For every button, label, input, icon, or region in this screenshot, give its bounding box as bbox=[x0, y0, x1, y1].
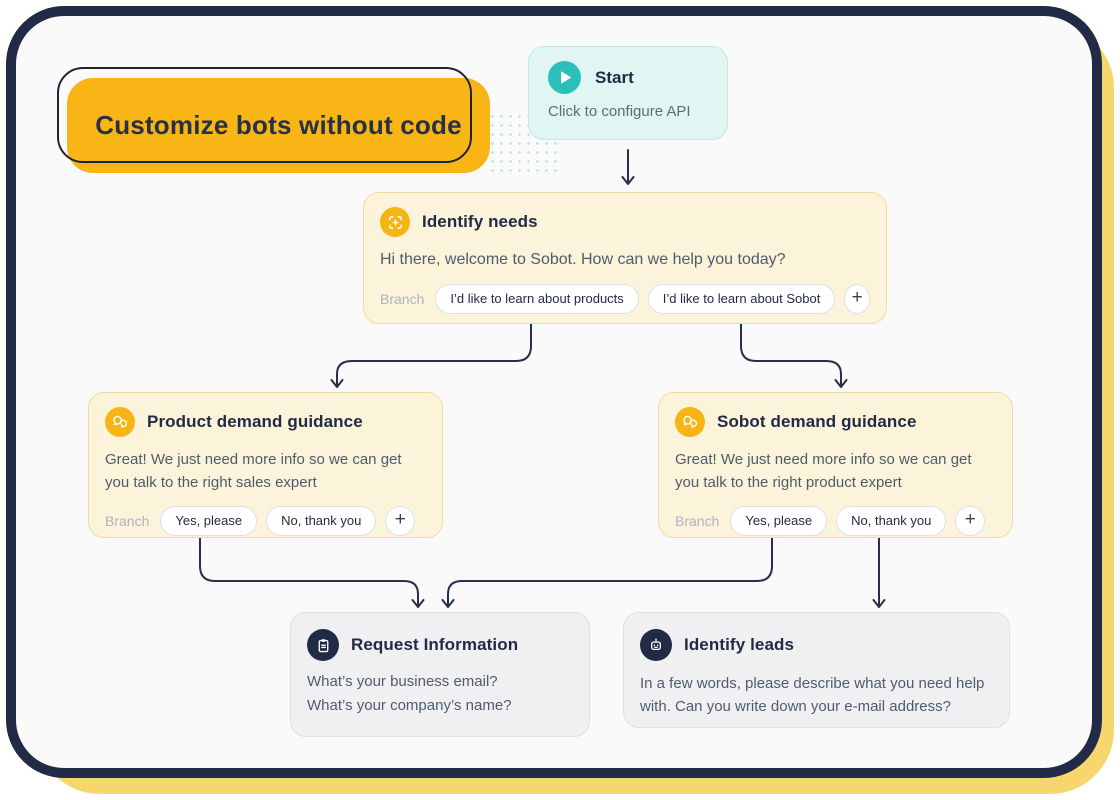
branch-label: Branch bbox=[105, 512, 150, 529]
branch-option-yes[interactable]: Yes, please bbox=[160, 505, 258, 536]
request-information-line: What’s your business email? bbox=[307, 673, 498, 690]
sobot-guidance-message: Great! We just need more info so we can … bbox=[675, 451, 972, 492]
identify-leads-message: In a few words, please describe what you… bbox=[640, 675, 985, 716]
scan-icon bbox=[380, 207, 410, 237]
start-node[interactable]: Start Click to configure API bbox=[528, 46, 728, 140]
identify-needs-title: Identify needs bbox=[422, 212, 538, 231]
identify-leads-node[interactable]: Identify leads In a few words, please de… bbox=[623, 612, 1010, 728]
clipboard-icon bbox=[307, 629, 339, 661]
branch-option-learn-sobot[interactable]: I’d like to learn about Sobot bbox=[647, 283, 836, 314]
add-branch-button[interactable]: + bbox=[955, 505, 986, 536]
product-guidance-message: Great! We just need more info so we can … bbox=[105, 451, 402, 492]
headline-banner-outline bbox=[57, 67, 472, 163]
branch-option-no[interactable]: No, thank you bbox=[836, 505, 947, 536]
start-node-subtitle: Click to configure API bbox=[548, 103, 691, 120]
robot-icon bbox=[640, 629, 672, 661]
request-information-node[interactable]: Request Information What’s your business… bbox=[290, 612, 590, 737]
request-information-line: What’s your company’s name? bbox=[307, 697, 512, 715]
chat-bubbles-icon bbox=[675, 407, 705, 437]
add-branch-button[interactable]: + bbox=[385, 505, 416, 536]
branch-label: Branch bbox=[675, 512, 720, 529]
headline-banner: Customize bots without code bbox=[67, 78, 490, 173]
product-guidance-node[interactable]: Product demand guidance Great! We just n… bbox=[88, 392, 443, 538]
headline-text: Customize bots without code bbox=[95, 110, 462, 140]
request-information-title: Request Information bbox=[351, 635, 519, 654]
branch-option-learn-products[interactable]: I’d like to learn about products bbox=[435, 283, 639, 314]
identify-needs-message: Hi there, welcome to Sobot. How can we h… bbox=[380, 251, 786, 268]
sobot-guidance-title: Sobot demand guidance bbox=[717, 412, 917, 431]
start-node-title: Start bbox=[595, 67, 634, 87]
identify-leads-title: Identify leads bbox=[684, 635, 795, 654]
branch-label: Branch bbox=[380, 290, 425, 307]
sobot-guidance-node[interactable]: Sobot demand guidance Great! We just nee… bbox=[658, 392, 1013, 538]
chat-bubbles-icon bbox=[105, 407, 135, 437]
branch-option-no[interactable]: No, thank you bbox=[266, 505, 377, 536]
identify-needs-node[interactable]: Identify needs Hi there, welcome to Sobo… bbox=[363, 192, 887, 324]
add-branch-button[interactable]: + bbox=[844, 283, 870, 314]
product-guidance-title: Product demand guidance bbox=[147, 412, 363, 431]
play-icon bbox=[548, 61, 581, 94]
branch-option-yes[interactable]: Yes, please bbox=[730, 505, 828, 536]
